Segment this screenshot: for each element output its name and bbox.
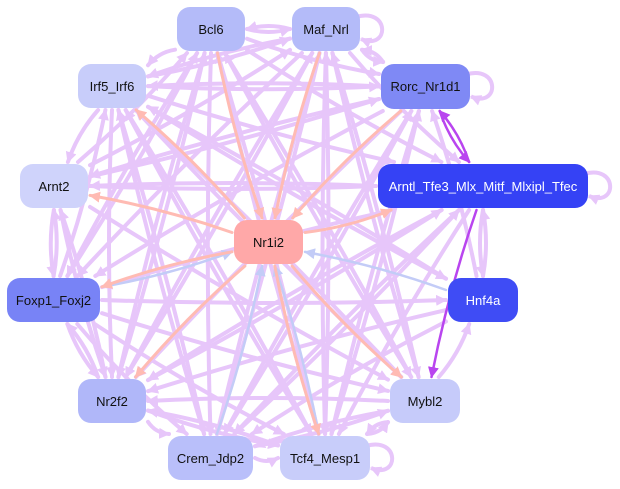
edge-maf-to-nr1i2 [271, 51, 321, 220]
edge-nr2f2-to-tcf4 [146, 408, 280, 450]
edge-crem-to-nr1i2 [215, 264, 266, 436]
edges-layer [46, 21, 491, 468]
self-loop-rorc [465, 71, 495, 106]
edge-mybl2-to-nr2f2 [146, 395, 390, 406]
edge-rorc-to-tcf4 [328, 109, 421, 436]
edge-rorc-to-nr1i2 [291, 109, 403, 220]
edge-foxp1-to-tcf4 [92, 322, 286, 436]
self-loop-tcf4 [365, 442, 395, 477]
node-irf5-irf6[interactable]: Irf5_Irf6 [78, 64, 146, 108]
edge-nr1i2-to-foxp1 [100, 250, 234, 289]
edge-rorc-to-arntl [438, 109, 471, 164]
edge-nr1i2-to-arntl [303, 208, 393, 234]
node-bcl6[interactable]: Bcl6 [177, 7, 245, 51]
edge-crem-to-arntl [232, 208, 461, 436]
edge-crem-to-tcf4 [253, 456, 280, 468]
edge-tcf4-to-nr2f2 [146, 406, 280, 448]
edge-irf5-to-arnt2 [65, 108, 101, 164]
edge-crem-to-irf5 [116, 108, 207, 436]
edge-nr2f2-to-foxp1 [65, 322, 101, 379]
edge-bcl6-to-nr1i2 [216, 51, 264, 220]
edge-hnf4a-to-nr1i2 [303, 248, 448, 292]
edge-maf-to-nr2f2 [123, 51, 315, 379]
edge-tcf4-to-irf5 [123, 108, 314, 436]
node-arntl-tfe3-mlx-mitf-mlxipl-tfec[interactable]: Arntl_Tfe3_Mlx_Mitf_Mlxipl_Tfec [378, 164, 588, 208]
edge-mybl2-to-bcl6 [222, 51, 414, 379]
edge-arntl-to-arnt2 [88, 180, 378, 192]
edge-maf-to-bcl6 [245, 21, 292, 32]
edge-mybl2-to-hnf4a [436, 322, 472, 379]
edge-mybl2-to-tcf4 [365, 420, 390, 436]
edge-bcl6-to-irf5 [146, 47, 177, 68]
edge-nr1i2-to-tcf4 [273, 264, 321, 436]
edge-arntl-to-hnf4a [475, 208, 487, 278]
node-nr1i2[interactable]: Nr1i2 [234, 220, 303, 264]
edge-nr2f2-to-maf [123, 51, 315, 379]
edge-nr1i2-to-irf5 [134, 108, 246, 220]
node-mybl2[interactable]: Mybl2 [390, 379, 460, 423]
edge-irf5-to-tcf4 [123, 108, 314, 436]
node-rorc-nr1d1[interactable]: Rorc_Nr1d1 [381, 64, 470, 109]
node-nr2f2[interactable]: Nr2f2 [78, 379, 146, 423]
self-loop-arntl [583, 170, 613, 205]
edge-tcf4-to-maf [320, 51, 332, 436]
edge-rorc-to-arnt2 [88, 97, 381, 179]
edge-nr1i2-to-nr2f2 [134, 264, 247, 379]
node-tcf4-mesp1[interactable]: Tcf4_Mesp1 [280, 436, 370, 480]
edge-rorc-to-crem [222, 109, 414, 436]
edge-tcf4-to-rorc [329, 109, 423, 436]
edge-foxp1-to-arnt2 [50, 208, 62, 278]
node-crem-jdp2[interactable]: Crem_Jdp2 [168, 436, 253, 480]
edge-bcl6-to-nr2f2 [115, 51, 207, 379]
edge-irf5-to-crem [116, 108, 207, 436]
edge-foxp1-to-mybl2 [100, 311, 390, 395]
edge-nr2f2-to-bcl6 [116, 51, 208, 379]
edge-nr2f2-to-crem [146, 419, 171, 439]
node-foxp1-foxj2[interactable]: Foxp1_Foxj2 [7, 278, 100, 322]
node-arnt2[interactable]: Arnt2 [20, 164, 88, 208]
edge-arnt2-to-arntl [88, 180, 378, 192]
edge-nr1i2-to-mybl2 [290, 264, 403, 379]
edge-rorc-to-maf [360, 44, 386, 64]
self-loops-layer [355, 13, 613, 477]
edge-foxp1-to-nr1i2 [100, 250, 234, 289]
edge-nr1i2-to-arnt2 [88, 191, 234, 234]
node-maf-nrl[interactable]: Maf_Nrl [292, 7, 360, 51]
edge-maf-to-tcf4 [319, 51, 331, 436]
node-hnf4a[interactable]: Hnf4a [448, 278, 518, 322]
edge-bcl6-to-mybl2 [222, 51, 414, 379]
self-loop-maf [355, 13, 385, 48]
edge-crem-to-rorc [222, 109, 414, 436]
edge-maf-to-foxp1 [75, 51, 304, 278]
edge-nr2f2-to-arntl [146, 208, 444, 383]
edge-tcf4-to-nr1i2 [272, 264, 320, 436]
edge-arnt2-to-rorc [88, 96, 381, 179]
